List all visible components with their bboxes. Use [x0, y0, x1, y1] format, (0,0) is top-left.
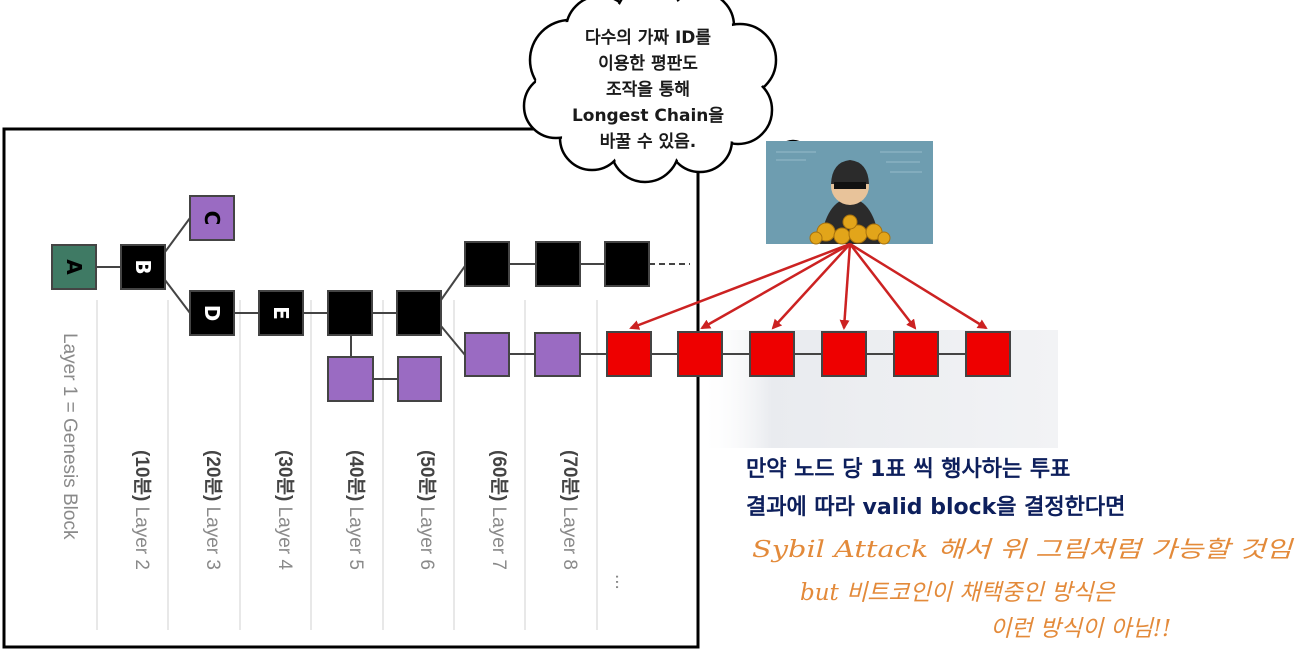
- bubble-line-4: Longest Chain을: [572, 106, 724, 126]
- chain-connectors: [96, 217, 966, 380]
- layer-label-6: (50분) Layer 6: [416, 450, 438, 570]
- layer-label-5: (40분) Layer 5: [345, 450, 367, 570]
- diagram-frame: [2, 127, 700, 649]
- chain-blocks: [51, 195, 1011, 402]
- layer-label-4: (30분) Layer 4: [274, 450, 296, 570]
- layer-label-3: (20분) Layer 3: [202, 450, 224, 570]
- explanation-note: 만약 노드 당 1표 씩 행사하는 투표 결과에 따라 valid block을…: [746, 457, 1125, 520]
- block-d: [189, 290, 235, 336]
- attack-block-4: [821, 331, 867, 377]
- layer-labels: Layer 1 = Genesis Block (10분) Layer 2 (2…: [59, 333, 632, 590]
- block-a: [51, 244, 97, 290]
- block-fork-5: [327, 356, 374, 402]
- layer-label-8: (70분) Layer 8: [559, 450, 581, 570]
- block-top-9: [604, 241, 650, 287]
- attack-block-1: [606, 331, 652, 377]
- block-letters: A B C D E: [62, 211, 293, 322]
- block-b: [120, 244, 166, 290]
- bubble-line-5: 바꿀 수 있음.: [600, 132, 697, 152]
- block-main-5: [327, 290, 373, 336]
- layer-label-ellipsis: ...: [611, 574, 632, 590]
- note-line-1: 만약 노드 당 1표 씩 행사하는 투표: [746, 457, 1070, 482]
- block-a-label: A: [62, 259, 86, 275]
- attack-block-2: [677, 331, 723, 377]
- block-e-label: E: [269, 306, 293, 320]
- attack-block-5: [893, 331, 939, 377]
- handwriting-line-2: but 비트코인이 채택중인 방식은: [800, 580, 1116, 606]
- block-e: [258, 290, 304, 336]
- hacker-with-coins-icon: [766, 141, 933, 245]
- block-main-6: [396, 290, 442, 336]
- thought-bubble: 다수의 가짜 ID를 이용한 평판도 조작을 통해 Longest Chain을…: [522, 0, 825, 198]
- block-top-8: [535, 241, 581, 287]
- bubble-line-2: 이용한 평판도: [598, 54, 698, 74]
- block-b-label: B: [131, 259, 155, 274]
- bubble-line-3: 조작을 통해: [606, 80, 690, 100]
- block-d-label: D: [200, 305, 224, 322]
- block-c-label: C: [200, 211, 224, 226]
- block-top-7: [464, 241, 510, 287]
- layer-label-7: (60분) Layer 7: [488, 450, 510, 570]
- bubble-line-1: 다수의 가짜 ID를: [585, 28, 711, 48]
- block-fork-6: [397, 356, 442, 402]
- handwriting-line-3: 이런 방식이 아님!!: [990, 616, 1171, 642]
- block-c: [189, 195, 235, 241]
- layer-label-2: (10분) Layer 2: [131, 450, 153, 570]
- attack-block-6: [965, 331, 1011, 377]
- note-line-2: 결과에 따라 valid block을 결정한다면: [746, 495, 1125, 520]
- layer-separators: [96, 300, 598, 630]
- handwriting-line-1: Sybil Attack 해서 위 그림처럼 가능할 것임: [752, 537, 1294, 563]
- block-fork-7: [464, 332, 510, 377]
- layer-label-1: Layer 1 = Genesis Block: [59, 333, 80, 540]
- attack-block-3: [749, 331, 795, 377]
- attack-arrows: [629, 242, 988, 330]
- block-fork-8: [534, 332, 581, 377]
- handwritten-annotation: Sybil Attack 해서 위 그림처럼 가능할 것임 but 비트코인이 …: [752, 537, 1294, 642]
